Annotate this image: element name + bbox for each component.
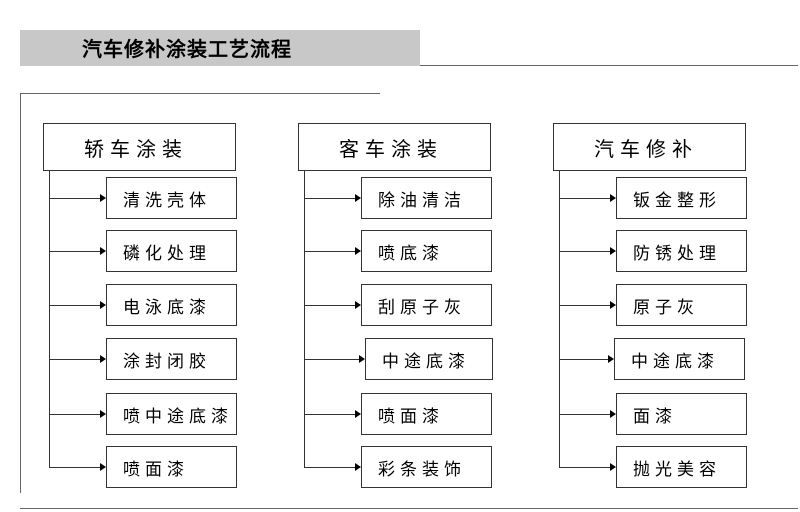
process-step: 清洗壳体 <box>106 177 237 219</box>
connector-line <box>304 414 355 415</box>
title-bar <box>20 30 420 66</box>
process-step: 钣金整形 <box>616 177 747 219</box>
connector-line <box>49 359 100 360</box>
arrow-right-icon <box>610 463 616 471</box>
connector-line <box>49 198 100 199</box>
connector-line <box>559 467 610 468</box>
connector-line <box>559 251 610 252</box>
arrow-right-icon <box>100 463 106 471</box>
process-step: 刮原子灰 <box>361 284 492 326</box>
connector-line <box>49 251 100 252</box>
process-step: 喷底漆 <box>361 230 492 272</box>
arrow-right-icon <box>359 355 365 363</box>
connector-line <box>559 414 610 415</box>
process-step: 喷面漆 <box>106 446 237 488</box>
frame-top-line <box>20 93 380 94</box>
frame-left-line <box>20 93 21 493</box>
process-step: 中途底漆 <box>614 338 745 380</box>
arrow-right-icon <box>100 194 106 202</box>
connector-line <box>559 198 610 199</box>
arrow-right-icon <box>100 410 106 418</box>
process-step: 原子灰 <box>616 284 747 326</box>
title-underline <box>420 65 798 66</box>
arrow-right-icon <box>100 355 106 363</box>
process-step: 喷面漆 <box>361 393 492 435</box>
process-step: 涂封闭胶 <box>106 338 237 380</box>
arrow-right-icon <box>355 194 361 202</box>
connector-line <box>304 305 355 306</box>
arrow-right-icon <box>100 247 106 255</box>
process-step: 面漆 <box>616 393 747 435</box>
arrow-right-icon <box>610 301 616 309</box>
connector-line <box>49 305 100 306</box>
connector-line <box>304 251 355 252</box>
column-header-3: 汽车修补 <box>553 123 746 171</box>
process-step: 抛光美容 <box>616 446 747 488</box>
arrow-right-icon <box>610 410 616 418</box>
process-step: 除油清洁 <box>361 177 492 219</box>
process-step: 防锈处理 <box>616 230 747 272</box>
column-header-1: 轿车涂装 <box>43 123 236 171</box>
process-step: 喷中途底漆 <box>106 393 237 435</box>
connector-line <box>49 414 100 415</box>
arrow-right-icon <box>608 355 614 363</box>
arrow-right-icon <box>355 410 361 418</box>
column-header-2: 客车涂装 <box>298 123 491 171</box>
arrow-right-icon <box>100 301 106 309</box>
trunk-line-2 <box>304 171 305 467</box>
arrow-right-icon <box>610 247 616 255</box>
process-step: 电泳底漆 <box>106 284 237 326</box>
connector-line <box>49 467 100 468</box>
connector-line <box>304 359 359 360</box>
trunk-line-3 <box>559 171 560 467</box>
connector-line <box>559 359 608 360</box>
arrow-right-icon <box>355 463 361 471</box>
arrow-right-icon <box>610 194 616 202</box>
page-title: 汽车修补涂装工艺流程 <box>82 37 292 61</box>
frame-bottom-line <box>20 508 798 509</box>
connector-line <box>559 305 610 306</box>
arrow-right-icon <box>355 247 361 255</box>
process-step: 彩条装饰 <box>361 446 492 488</box>
arrow-right-icon <box>355 301 361 309</box>
connector-line <box>304 467 355 468</box>
connector-line <box>304 198 355 199</box>
process-step: 磷化处理 <box>106 230 237 272</box>
trunk-line-1 <box>49 171 50 467</box>
process-step: 中途底漆 <box>365 338 493 380</box>
